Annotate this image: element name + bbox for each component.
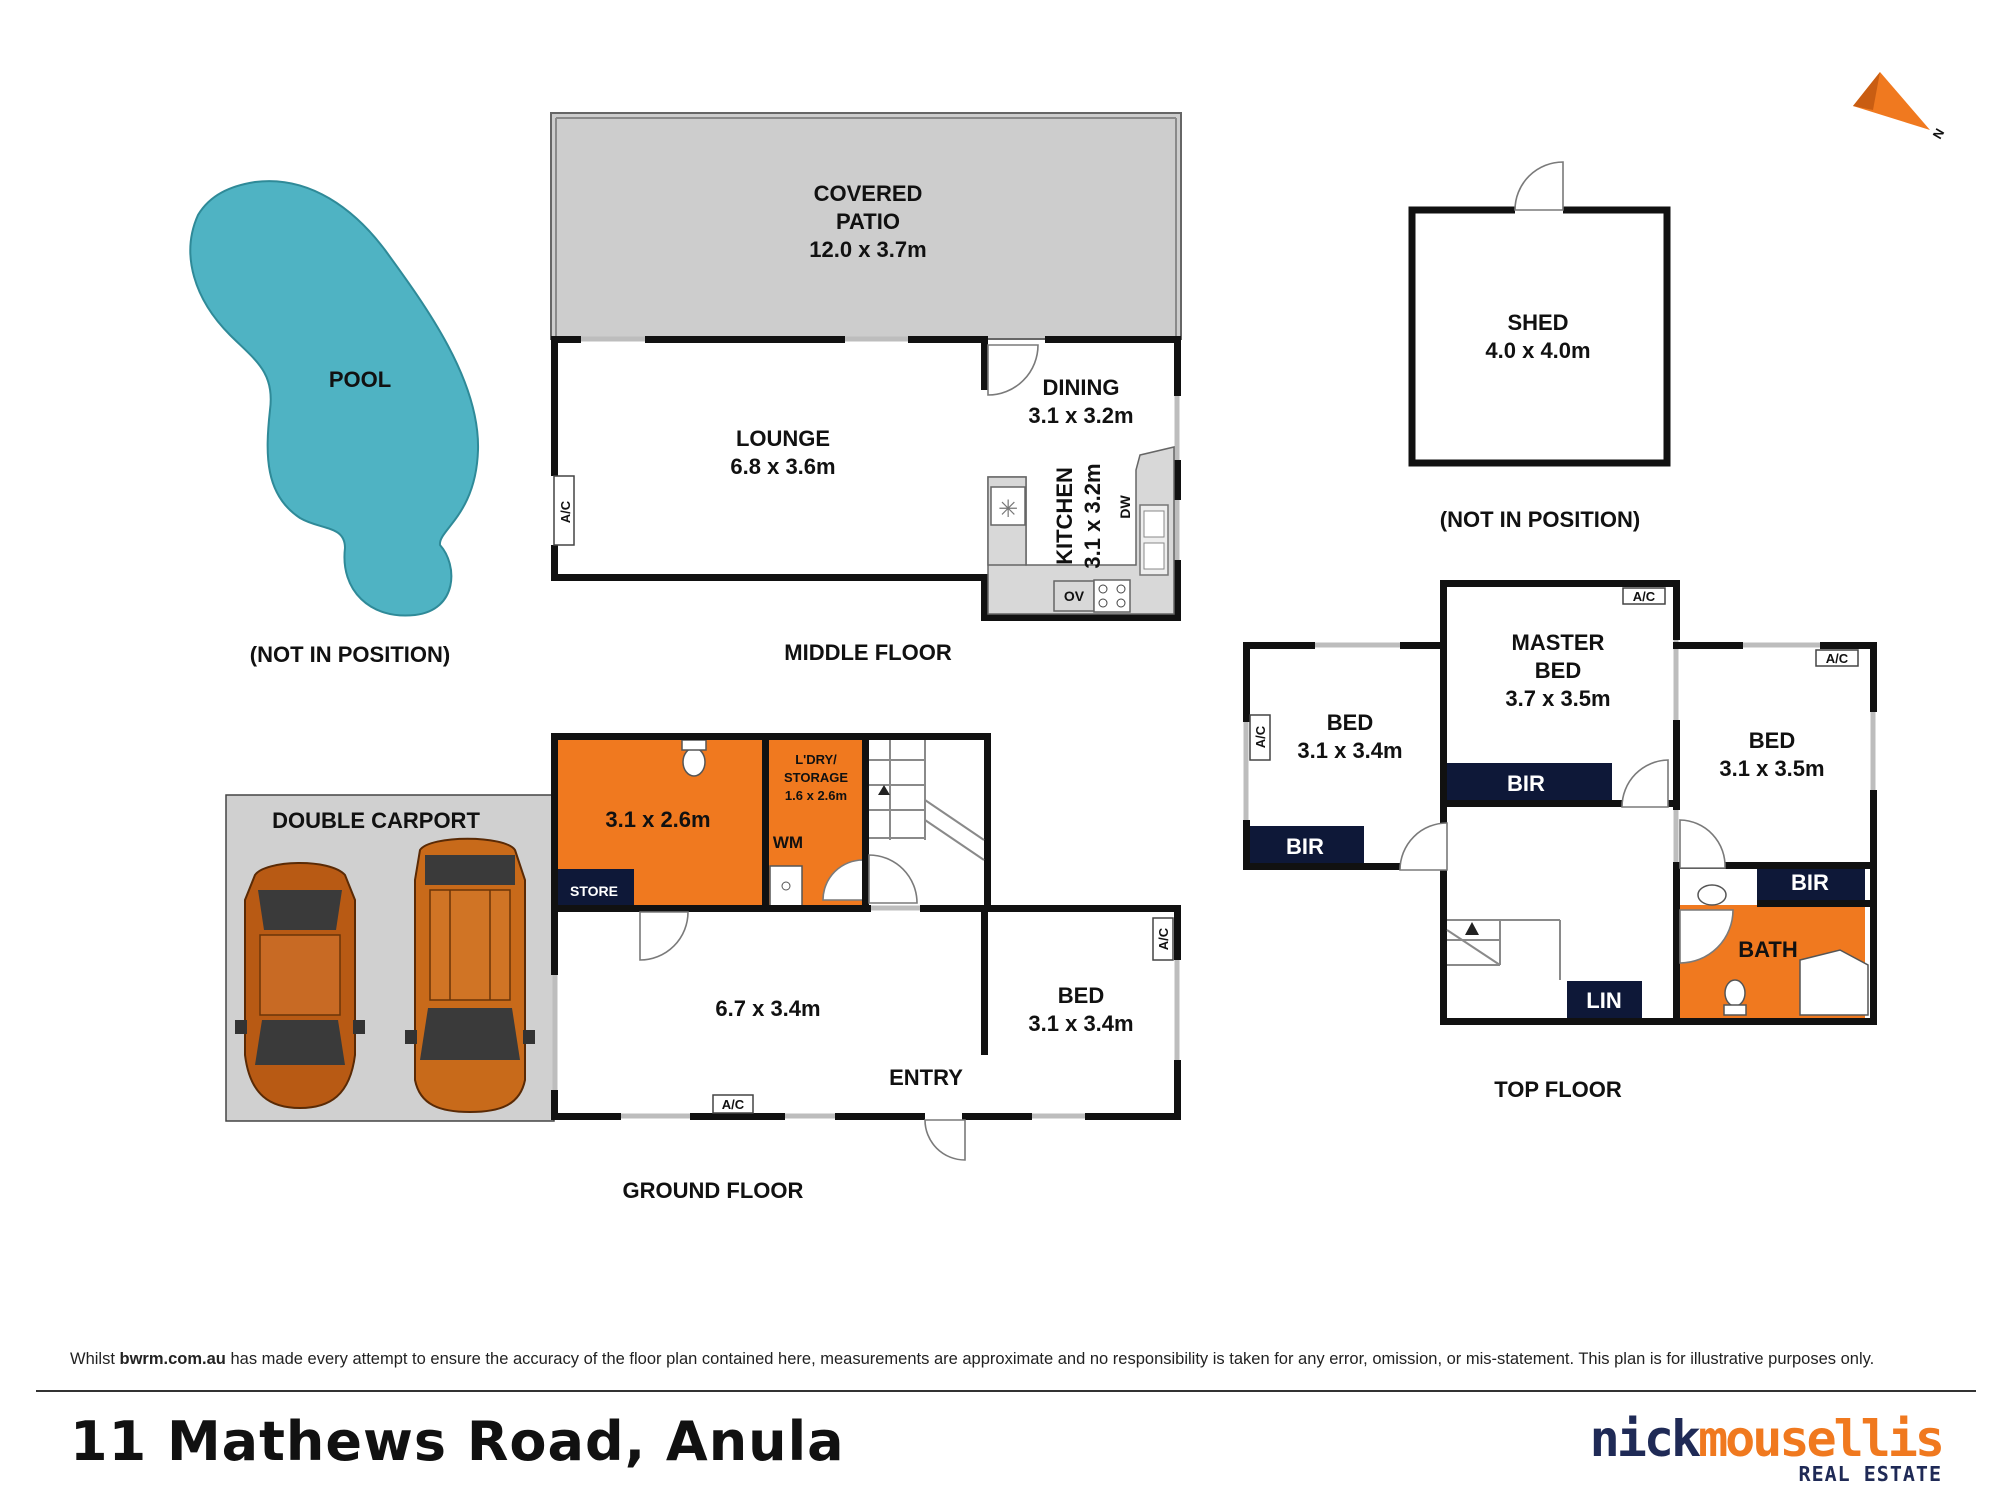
master-bir: BIR bbox=[1507, 771, 1545, 796]
shed-size: 4.0 x 4.0m bbox=[1485, 338, 1590, 363]
disclaimer-pre: Whilst bbox=[70, 1350, 115, 1368]
bath-label: BATH bbox=[1738, 937, 1797, 962]
agency-logo: nickmousellis REAL ESTATE bbox=[1589, 1410, 1945, 1486]
compass-arrow-icon: N bbox=[1853, 72, 1947, 142]
agency-name-b: mousellis bbox=[1698, 1410, 1945, 1468]
car-icon bbox=[405, 837, 535, 1114]
top-bed1-name: BED bbox=[1327, 710, 1373, 735]
store-label: STORE bbox=[570, 883, 618, 899]
ground-floor: DOUBLE CARPORT STORE 3.1 x 2.6m bbox=[225, 733, 1181, 1203]
shed: SHED 4.0 x 4.0m (NOT IN POSITION) bbox=[1408, 161, 1671, 532]
ground-ac-label: A/C bbox=[722, 1097, 745, 1112]
fridge-icon bbox=[990, 486, 1026, 526]
bir-bed1 bbox=[1246, 826, 1364, 866]
linen-label: LIN bbox=[1586, 988, 1621, 1013]
stairs-icon bbox=[1446, 919, 1561, 980]
lounge-name: LOUNGE bbox=[736, 426, 830, 451]
pool-label: POOL bbox=[329, 367, 391, 392]
basin-icon bbox=[1697, 884, 1727, 906]
covered-patio bbox=[550, 112, 1182, 340]
shower-icon bbox=[1799, 949, 1869, 1016]
laundry-label-2: STORAGE bbox=[784, 770, 848, 785]
master-name-1: MASTER bbox=[1512, 630, 1605, 655]
property-address: 11 Mathews Road, Anula bbox=[70, 1410, 845, 1473]
dining-size: 3.1 x 3.2m bbox=[1028, 403, 1133, 428]
bed-ac-label: A/C bbox=[1156, 927, 1171, 950]
shed-note: (NOT IN POSITION) bbox=[1440, 507, 1640, 532]
disclaimer: Whilst bwrm.com.au has made every attemp… bbox=[70, 1350, 1950, 1369]
patio-label-1: COVERED bbox=[814, 181, 923, 206]
patio-size: 12.0 x 3.7m bbox=[809, 237, 926, 262]
pool: POOL (NOT IN POSITION) bbox=[189, 180, 480, 667]
middle-floor: COVERED PATIO 12.0 x 3.7m A/C LOUNGE 6.8… bbox=[550, 112, 1182, 665]
washing-machine-label: WM bbox=[773, 833, 803, 852]
toilet-icon bbox=[682, 747, 706, 777]
top-bed3-name: BED bbox=[1749, 728, 1795, 753]
agency-subtitle: REAL ESTATE bbox=[1798, 1462, 1942, 1486]
master-name-2: BED bbox=[1535, 658, 1581, 683]
top-floor-title: TOP FLOOR bbox=[1494, 1077, 1622, 1102]
disclaimer-post: has made every attempt to ensure the acc… bbox=[230, 1350, 1875, 1368]
top-bed1-ac-label: A/C bbox=[1253, 725, 1268, 748]
main-room-size: 6.7 x 3.4m bbox=[715, 996, 820, 1021]
stairs-icon bbox=[869, 740, 985, 861]
lounge-size: 6.8 x 3.6m bbox=[730, 454, 835, 479]
linen bbox=[1567, 981, 1642, 1021]
bed3-ac-label: A/C bbox=[1826, 651, 1849, 666]
agency-name-a: nick bbox=[1589, 1410, 1701, 1468]
top-bed1-size: 3.1 x 3.4m bbox=[1297, 738, 1402, 763]
master-size: 3.7 x 3.5m bbox=[1505, 686, 1610, 711]
footer-divider bbox=[36, 1390, 1976, 1392]
lounge-ac-label: A/C bbox=[558, 500, 573, 523]
dishwasher-label: DW bbox=[1117, 495, 1133, 519]
laundry-label-1: L'DRY/ bbox=[795, 752, 837, 767]
laundry-sink-icon bbox=[769, 865, 803, 907]
patio-label-2: PATIO bbox=[836, 209, 900, 234]
dining-name: DINING bbox=[1043, 375, 1120, 400]
compass-label: N bbox=[1930, 126, 1948, 142]
car-icon bbox=[235, 862, 365, 1110]
ground-bed-size: 3.1 x 3.4m bbox=[1028, 1011, 1133, 1036]
pool-note: (NOT IN POSITION) bbox=[250, 642, 450, 667]
bir-master bbox=[1447, 763, 1612, 803]
cooktop-icon bbox=[1093, 579, 1131, 613]
ground-bed-name: BED bbox=[1058, 983, 1104, 1008]
bir-bath bbox=[1757, 862, 1865, 905]
shed-name: SHED bbox=[1507, 310, 1568, 335]
laundry-size: 1.6 x 2.6m bbox=[785, 788, 847, 803]
carport-label: DOUBLE CARPORT bbox=[272, 808, 480, 833]
top-floor: A/C A/C A/C BED 3.1 x 3.4m BIR MASTER BE… bbox=[1243, 580, 1877, 1102]
middle-floor-title: MIDDLE FLOOR bbox=[784, 640, 952, 665]
kitchen-name: KITCHEN bbox=[1052, 467, 1077, 565]
kitchen-size: 3.1 x 3.2m bbox=[1080, 463, 1105, 568]
disclaimer-site: bwrm.com.au bbox=[119, 1350, 226, 1368]
oven-label: OV bbox=[1064, 588, 1085, 604]
svg-text:✳: ✳ bbox=[998, 495, 1018, 523]
entry-label: ENTRY bbox=[889, 1065, 963, 1090]
ground-floor-title: GROUND FLOOR bbox=[623, 1178, 804, 1203]
room-size: 3.1 x 2.6m bbox=[605, 807, 710, 832]
agency-name: nickmousellis bbox=[1589, 1410, 1945, 1468]
bath-bir: BIR bbox=[1791, 870, 1829, 895]
top-bed3-size: 3.1 x 3.5m bbox=[1719, 756, 1824, 781]
top-bed1-bir: BIR bbox=[1286, 834, 1324, 859]
master-ac-label: A/C bbox=[1633, 589, 1656, 604]
toilet-icon bbox=[1724, 979, 1746, 1007]
store bbox=[554, 869, 634, 911]
